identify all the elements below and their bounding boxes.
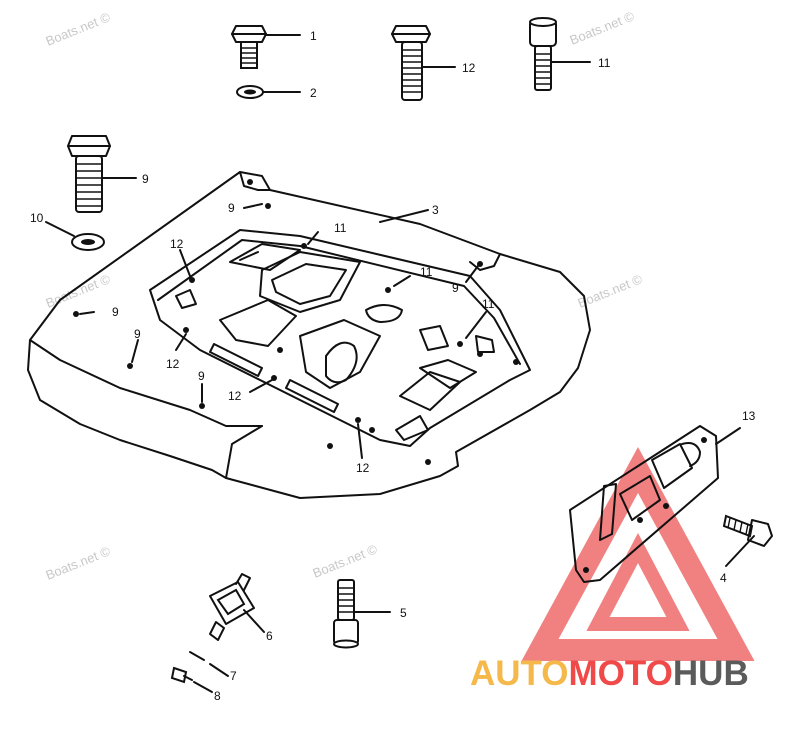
plate-leaders [79, 203, 487, 459]
callout-9: 9 [134, 327, 141, 341]
callout-12-bolt: 12 [462, 61, 476, 75]
callout-labels: 1 2 12 11 9 10 3 12 11 11 9 9 11 9 12 12… [30, 29, 756, 703]
part-12-long-bolt [391, 25, 456, 101]
part-4-small-bolt [722, 514, 773, 567]
part-2-washer [236, 85, 301, 99]
watermark: Boats.net © [44, 271, 113, 311]
callout-9: 9 [452, 281, 459, 295]
part-9-bolt-left [67, 135, 137, 213]
part-6-rubber-mount [209, 573, 265, 641]
part-3-adapter-plate [27, 171, 591, 499]
part-8-fitting [170, 666, 213, 693]
callout-9-bolt: 9 [142, 172, 149, 186]
plate-holes [73, 179, 519, 465]
callout-10: 10 [30, 211, 44, 225]
watermark: Boats.net © [44, 543, 113, 583]
callout-8: 8 [214, 689, 221, 703]
watermark: Boats.net © [311, 541, 380, 581]
callout-11: 11 [482, 297, 495, 311]
brand-part-hub: HUB [672, 654, 749, 693]
callout-4: 4 [720, 571, 727, 585]
brand-wordmark: AUTOMOTOHUB [470, 654, 749, 694]
callout-2: 2 [310, 86, 317, 100]
brand-part-moto: MOTO [568, 654, 673, 693]
callout-13: 13 [742, 409, 756, 423]
callout-1: 1 [310, 29, 317, 43]
callout-12: 12 [166, 357, 180, 371]
callout-5: 5 [400, 606, 407, 620]
part-7-pin [189, 651, 229, 677]
brand-triangle-logo [521, 446, 755, 661]
callout-9: 9 [112, 305, 119, 319]
part-5-socket-screw [333, 579, 391, 649]
callout-9: 9 [198, 369, 205, 383]
watermark: Boats.net © [44, 9, 113, 49]
callout-12: 12 [228, 389, 242, 403]
callout-3: 3 [432, 203, 439, 217]
callout-11: 11 [334, 221, 347, 235]
part-13-gasket [569, 425, 741, 583]
callout-6: 6 [266, 629, 273, 643]
brand-part-auto: AUTO [470, 654, 569, 693]
part-1-flange-bolt [231, 25, 301, 69]
callout-7: 7 [230, 669, 237, 683]
watermark: Boats.net © [568, 8, 637, 48]
part-11-socket-screw [529, 17, 591, 91]
part-10-washer [45, 221, 105, 251]
callout-11-screw: 11 [598, 56, 611, 70]
callout-12: 12 [356, 461, 370, 475]
callout-12: 12 [170, 237, 184, 251]
callout-9: 9 [228, 201, 235, 215]
callout-11: 11 [420, 265, 433, 279]
